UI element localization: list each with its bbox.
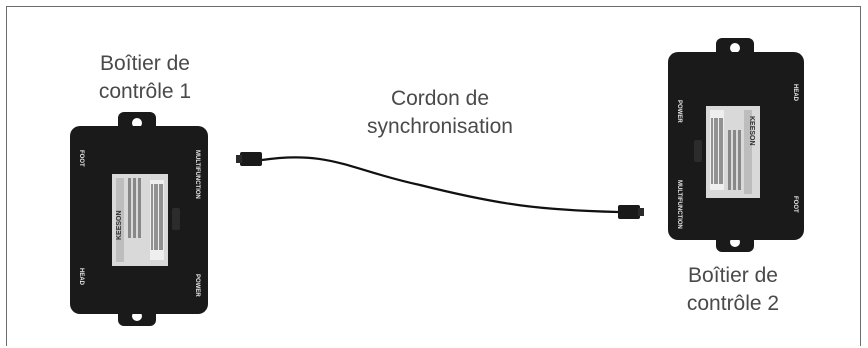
caption-sync-cord: Cordon de synchronisation [350,85,530,141]
caption-control-box-2: Boîtier de contrôle 2 [648,262,818,318]
sync-cord-wire [261,156,619,214]
control-box-2: KEESON POWER HEAD MULTIFUNCTION FOOT [668,38,804,252]
control-box-1-label-multifunction: MULTIFUNCTION [194,150,200,199]
control-box-1-brand: KEESON [116,210,123,240]
figure-frame [6,6,861,346]
sync-cord-plug-right [618,205,640,219]
caption-sync-cord-line-1: Cordon de [390,87,490,110]
control-box-2-label-multifunction: MULTIFUNCTION [676,180,682,229]
control-box-2-label-power: POWER [676,100,682,123]
caption-control-box-1: Boîtier de contrôle 1 [60,50,230,106]
control-box-1-label-head: HEAD [78,268,84,286]
caption-control-box-2-line-1: Boîtier de [688,264,778,287]
control-box-1-label-power: POWER [194,274,200,297]
control-box-2-label-foot: FOOT [792,196,798,213]
control-box-1-label-foot: FOOT [78,150,84,167]
caption-sync-cord-line-2: synchronisation [367,115,513,138]
sync-cord-plug-left [240,152,262,166]
control-box-1: KEESON FOOT MULTIFUNCTION HEAD POWER [70,112,208,326]
control-box-2-label-head: HEAD [792,84,798,102]
control-box-2-brand: KEESON [748,116,755,146]
sync-cord [236,152,644,219]
caption-control-box-1-line-1: Boîtier de [100,52,190,75]
caption-control-box-1-line-2: contrôle 1 [98,80,192,103]
caption-control-box-2-line-2: contrôle 2 [686,292,780,315]
